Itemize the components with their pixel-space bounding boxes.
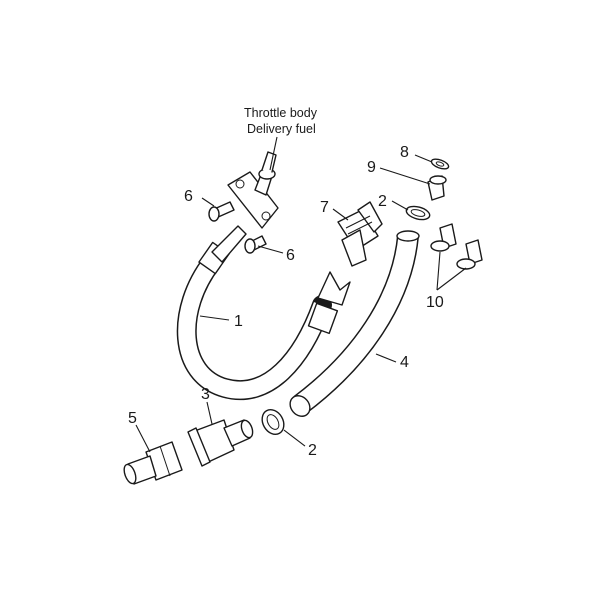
leader-4: [375, 353, 397, 363]
fuel-hose-part-1: [176, 225, 351, 400]
part-number-6-right: 6: [286, 247, 295, 264]
throttle-body-flange: [227, 151, 279, 229]
callout-line-2: Delivery fuel: [247, 122, 316, 136]
part-number-7: 7: [320, 199, 329, 216]
hose-clamp-part-2a: [405, 205, 431, 221]
adapter-part-5: [123, 441, 183, 485]
leader-10b: [436, 267, 467, 291]
screw-part-6a: [208, 201, 235, 222]
leader-2b: [283, 429, 306, 447]
bolt-part-9: [427, 175, 447, 201]
fitting-part-7: [337, 201, 383, 267]
leader-10a: [436, 251, 441, 291]
hose-clamp-part-2b: [261, 408, 285, 436]
leader-6a: [201, 197, 215, 207]
screw-part-10a: [430, 223, 457, 252]
leader-9: [379, 167, 431, 185]
leader-5: [135, 424, 151, 453]
part-number-3: 3: [201, 386, 210, 403]
part-number-1: 1: [234, 313, 243, 330]
fuel-hose-part-4: [289, 230, 420, 417]
callout-line-1: Throttle body: [244, 106, 318, 120]
part-number-2-lower: 2: [308, 442, 317, 459]
leader-8: [414, 154, 433, 163]
part-number-2-upper: 2: [378, 193, 387, 210]
connector-part-3: [187, 419, 254, 467]
part-number-4: 4: [400, 354, 409, 371]
leader-2a: [391, 200, 409, 211]
part-number-8: 8: [400, 144, 409, 161]
leader-6b: [257, 245, 284, 254]
leader-throttle: [269, 136, 278, 171]
part-number-10: 10: [426, 294, 444, 311]
screw-part-10b: [456, 239, 483, 270]
washer-part-8: [430, 158, 450, 170]
screw-part-6b: [244, 235, 267, 254]
leader-3: [206, 401, 213, 425]
part-number-5: 5: [128, 410, 137, 427]
part-number-9: 9: [367, 159, 376, 176]
part-number-6-left: 6: [184, 188, 193, 205]
leader-7: [332, 208, 349, 221]
leader-1: [199, 315, 230, 321]
